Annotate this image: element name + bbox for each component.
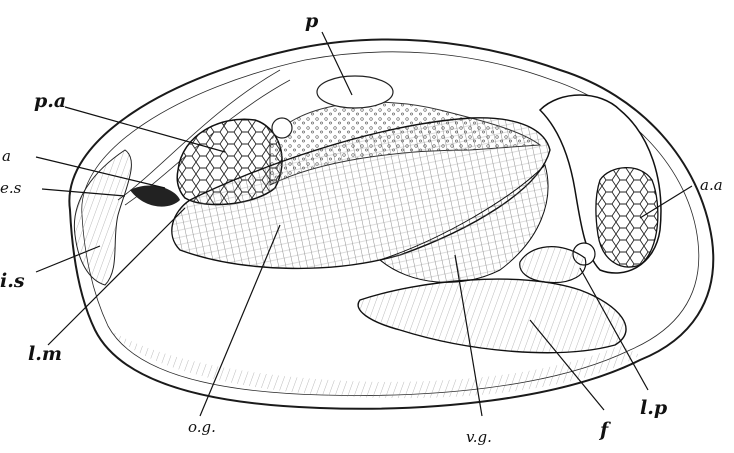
label-is: i.s	[0, 270, 25, 292]
label-a: a	[2, 147, 11, 165]
label-vg: v.g.	[466, 428, 492, 446]
label-p: p	[305, 10, 319, 32]
label-og: o.g.	[188, 418, 216, 436]
label-lm: l.m	[28, 343, 62, 365]
label-f: f	[598, 419, 611, 441]
label-es: e.s	[0, 179, 22, 197]
label-aa: a.a	[700, 176, 723, 194]
foot	[358, 279, 626, 353]
label-lp: l.p	[640, 397, 668, 419]
labial-palps	[520, 247, 586, 283]
anterior-adductor	[540, 95, 661, 273]
label-pa: p.a	[34, 90, 66, 112]
